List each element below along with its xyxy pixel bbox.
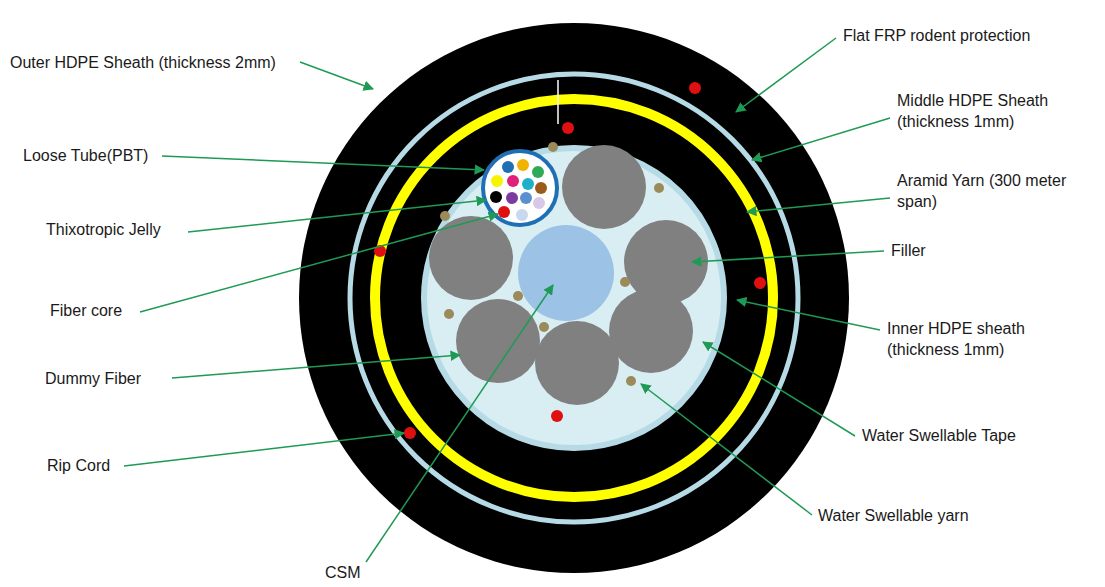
part-label: Water Swellable Tape [862,425,1016,446]
part-label: Aramid Yarn (300 meter span) [897,170,1097,212]
part-label: Thixotropic Jelly [46,219,161,240]
part-label: Loose Tube(PBT) [23,145,148,166]
part-label: Rip Cord [47,455,110,476]
part-label: Middle HDPE Sheath (thickness 1mm) [897,90,1072,132]
part-label: Flat FRP rodent protection [843,25,1030,46]
part-label: Inner HDPE sheath (thickness 1mm) [887,318,1065,360]
part-label: CSM [325,562,361,583]
part-label: Filler [891,240,926,261]
part-label: Water Swellable yarn [818,505,969,526]
part-label: Dummy Fiber [45,368,141,389]
part-label: Fiber core [50,300,122,321]
part-label: Outer HDPE Sheath (thickness 2mm) [10,52,276,73]
